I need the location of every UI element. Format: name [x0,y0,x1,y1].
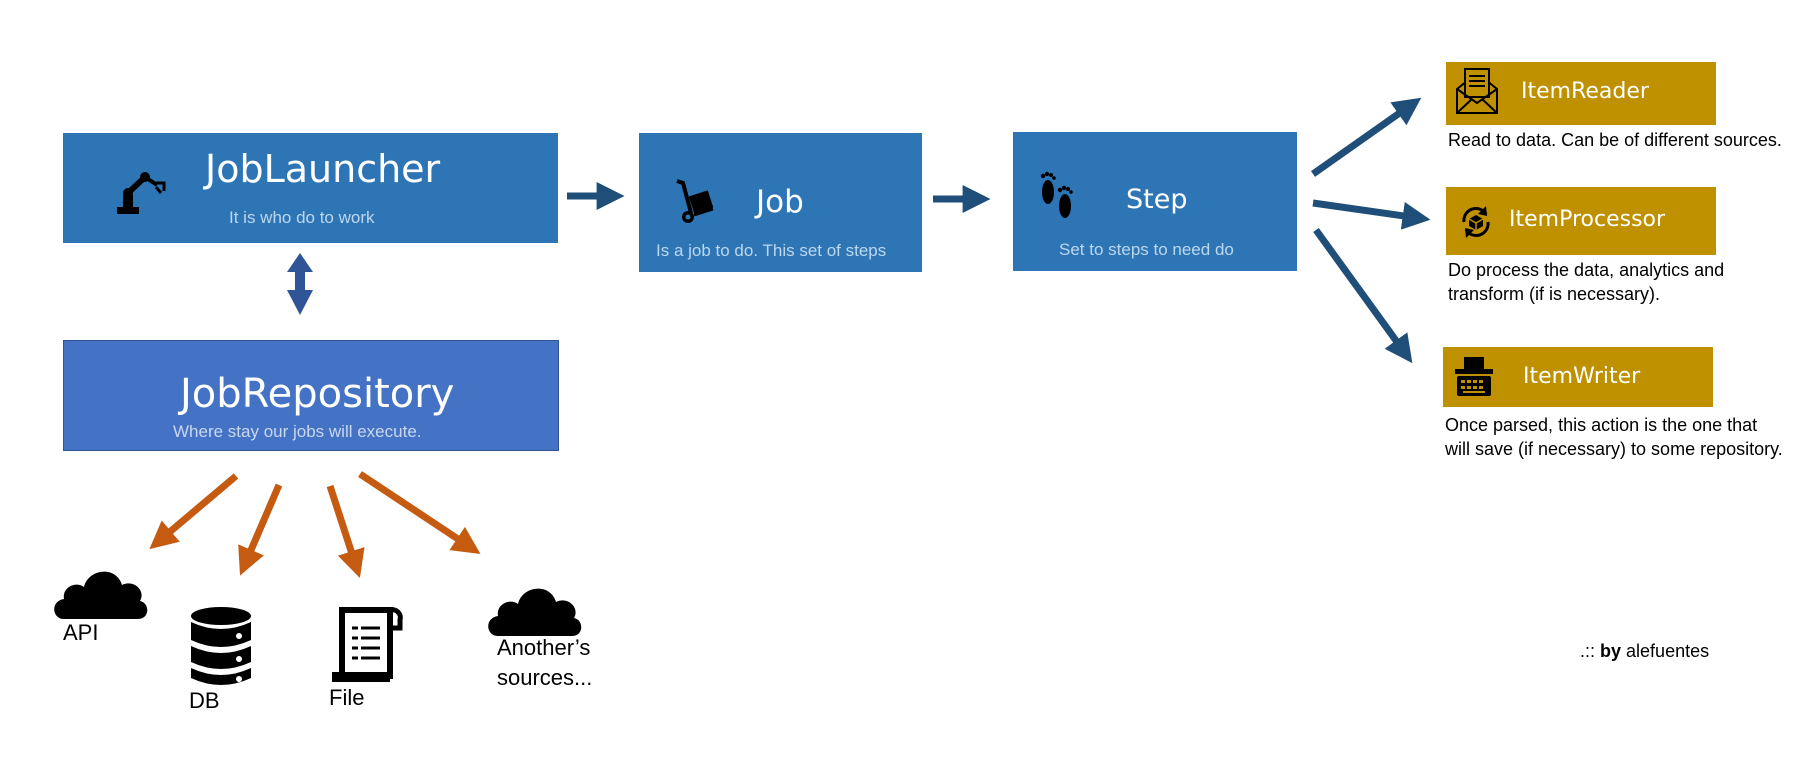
job-repository-title: JobRepository [180,371,455,417]
credit-by: by [1600,641,1622,661]
job-title: Job [756,184,804,220]
footprints-icon [1037,170,1077,229]
credit-prefix: .:: [1580,641,1601,661]
robot-arm-icon [115,171,167,220]
api-label: API [63,620,99,645]
item-writer-description-line1: Once parsed, this action is the one that [1445,415,1758,435]
job-launcher-subtitle: It is who do to work [229,208,375,227]
other-sources-label-line1: Another’s [497,635,591,660]
envelope-letter-icon [1454,67,1500,122]
step-title: Step [1126,184,1188,215]
db-label: DB [189,688,220,713]
job-launcher-title: JobLauncher [205,147,441,191]
arrow-repo-to-file [326,484,365,578]
api-cloud-icon [50,563,150,626]
item-processor-title: ItemProcessor [1509,207,1666,232]
job-box: Job Is a job to do. This set of steps [639,133,922,272]
other-sources-cloud-icon [484,580,584,643]
item-reader-title: ItemReader [1521,79,1649,104]
job-repository-subtitle: Where stay our jobs will execute. [173,422,422,441]
job-repository-box: JobRepository Where stay our jobs will e… [63,340,559,451]
item-writer-description-line2: will save (if necessary) to some reposit… [1445,439,1783,459]
file-scroll-icon [328,606,406,691]
author-credit: .:: by alefuentes [1580,641,1709,662]
hand-truck-icon [673,179,717,230]
step-box: Step Set to steps to need do [1013,132,1297,271]
item-reader-box: ItemReader [1446,62,1716,125]
job-launcher-box: JobLauncher It is who do to work [63,133,558,243]
item-reader-description: Read to data. Can be of different source… [1448,130,1782,150]
arrow-repo-to-other [358,471,481,554]
job-subtitle: Is a job to do. This set of steps [656,241,887,260]
item-writer-title: ItemWriter [1523,364,1641,389]
arrow-repo-to-api [149,473,239,550]
file-label: File [329,685,365,710]
item-processor-box: ItemProcessor [1446,187,1716,255]
item-processor-description-line2: transform (if is necessary). [1448,284,1661,304]
credit-author: alefuentes [1621,641,1710,661]
item-processor-description-line1: Do process the data, analytics and [1448,260,1725,280]
database-icon [189,606,253,693]
typewriter-icon [1453,355,1495,404]
other-sources-label-line2: sources... [497,665,593,690]
item-writer-box: ItemWriter [1443,347,1713,407]
arrow-step-to-reader [1310,97,1422,177]
arrow-repo-to-db [238,483,283,576]
step-subtitle: Set to steps to need do [1059,240,1234,259]
arrow-launcher-repository-bidirectional [287,253,313,315]
arrow-step-to-writer [1313,227,1413,364]
process-cycle-icon [1456,202,1496,247]
arrow-step-to-processor [1312,199,1431,230]
